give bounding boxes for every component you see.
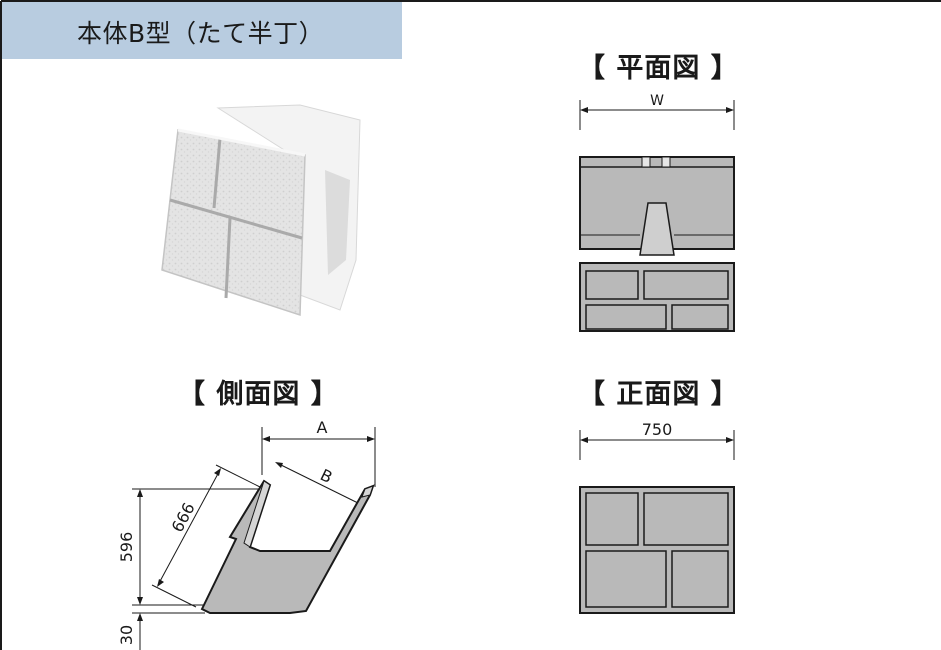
plan-width-label: W bbox=[650, 93, 664, 109]
side-596-label: 596 bbox=[117, 532, 136, 563]
side-view-drawing: A B 666 596 bbox=[117, 418, 376, 650]
side-596-dimension: 596 bbox=[117, 488, 260, 606]
side-a-dimension: A bbox=[261, 418, 376, 487]
front-view-drawing: 750 bbox=[579, 420, 735, 614]
side-a-label: A bbox=[317, 418, 328, 437]
front-width-dimension: 750 bbox=[579, 420, 735, 460]
side-view-label: 【 側面図 】 bbox=[178, 379, 339, 410]
front-width-label: 750 bbox=[642, 420, 673, 439]
side-profile bbox=[200, 479, 375, 614]
plan-view-drawing: W bbox=[579, 93, 735, 332]
plan-view-label: 【 平面図 】 bbox=[578, 53, 739, 84]
side-30-label: 30 bbox=[117, 625, 136, 645]
page-title: 本体B型（たて半丁） bbox=[77, 19, 325, 48]
product-photo bbox=[161, 104, 361, 317]
side-b-dimension: B bbox=[275, 462, 364, 506]
front-view-label: 【 正面図 】 bbox=[578, 379, 739, 410]
side-30-dimension: 30 bbox=[117, 612, 205, 650]
title-band: 本体B型（たて半丁） bbox=[2, 2, 402, 59]
plan-width-dimension: W bbox=[579, 93, 735, 130]
